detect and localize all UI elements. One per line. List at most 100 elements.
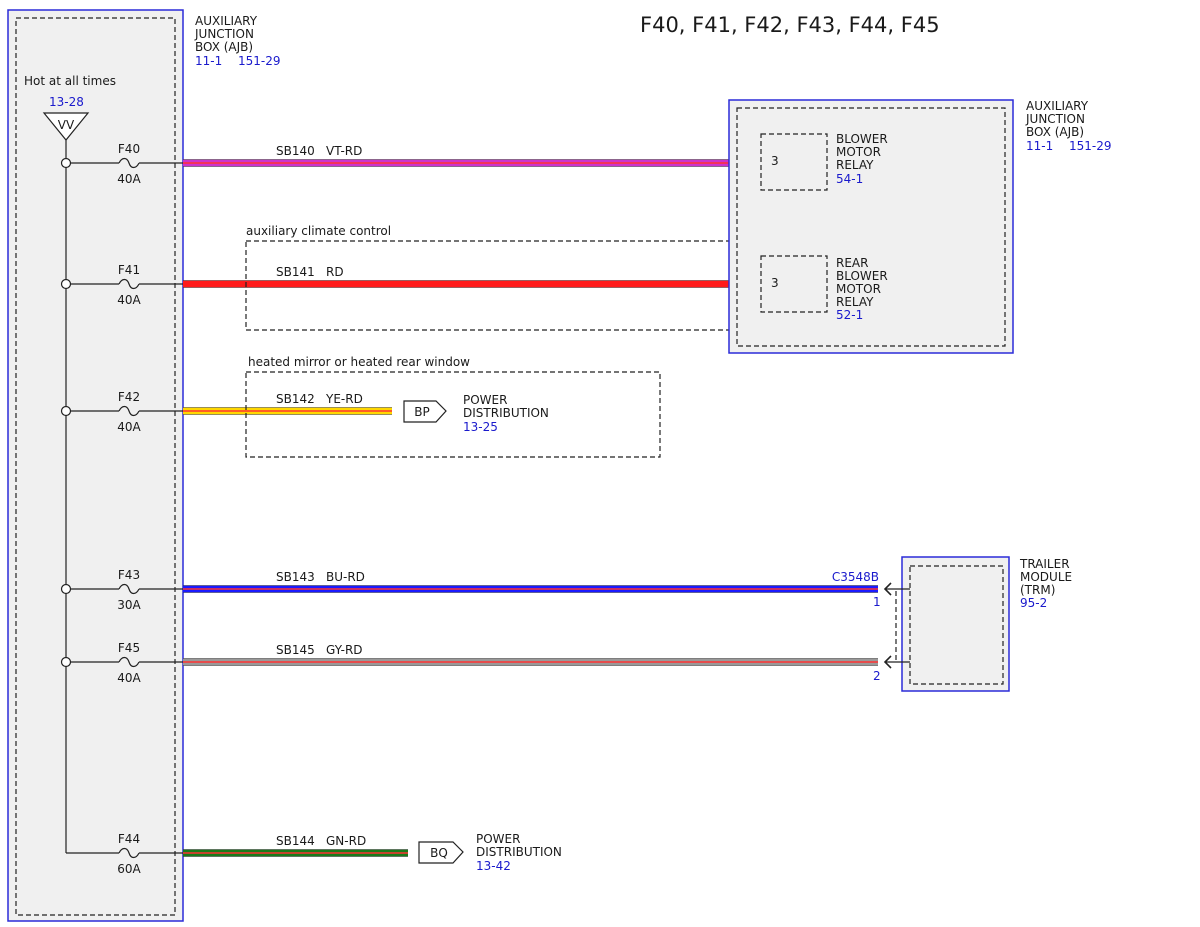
wire-color-code: GN-RD: [326, 834, 366, 848]
wire-sb145: SB145 GY-RD: [183, 643, 878, 666]
power-source-symbol: VV: [58, 118, 75, 132]
wire-sb143: SB143 BU-RD: [183, 570, 878, 593]
trm-pin-1: 1: [873, 595, 881, 609]
bp-name-line2: DISTRIBUTION: [463, 406, 549, 420]
aux-climate-group-label: auxiliary climate control: [246, 224, 391, 238]
trm-connector-label: C3548B: [832, 570, 879, 584]
fuse-rating: 40A: [117, 420, 141, 434]
trailer-module-inner-outline: [909, 565, 1004, 685]
splice-node: [60, 405, 72, 417]
wire-color-code: YE-RD: [325, 392, 363, 406]
trm-pin2-connector-icon: [883, 655, 892, 669]
left-ajb-box: [7, 9, 184, 922]
left-ajb-name-line2: JUNCTION: [194, 27, 254, 41]
splice-node: [60, 278, 72, 290]
fuse-id: F41: [118, 263, 140, 277]
rear-blower-relay-pin: 3: [771, 276, 779, 290]
bp-tag: BP: [414, 405, 429, 419]
wire-circuit: SB142: [276, 392, 315, 406]
trm-ref[interactable]: 95-2: [1020, 596, 1047, 610]
right-ajb-ref-2[interactable]: 151-29: [1069, 139, 1112, 153]
fuse-symbol-icon: [118, 278, 140, 290]
fuse-rating: 30A: [117, 598, 141, 612]
bp-name-line1: POWER: [463, 393, 507, 407]
heated-group-outline: [245, 371, 661, 458]
wire-color-code: BU-RD: [326, 570, 365, 584]
bq-connector-tag: [418, 841, 464, 864]
fuse-symbol-icon: [118, 157, 140, 169]
bq-name-line1: POWER: [476, 832, 520, 846]
wire-circuit: SB143: [276, 570, 315, 584]
splice-node: [60, 157, 72, 169]
fuse-id: F45: [118, 641, 140, 655]
bp-connector-tag: [403, 400, 447, 423]
wire-sb142: SB142 YE-RD: [183, 392, 392, 415]
fuse-symbol-icon: [118, 405, 140, 417]
trm-name-line2: MODULE: [1020, 570, 1072, 584]
blower-relay-pin: 3: [771, 154, 779, 168]
diagram-title: F40, F41, F42, F43, F44, F45: [640, 13, 940, 37]
bq-tag: BQ: [430, 846, 448, 860]
heated-group-label: heated mirror or heated rear window: [248, 355, 470, 369]
fuse-rating: 40A: [117, 671, 141, 685]
wire-sb144: SB144 GN-RD: [183, 834, 408, 857]
left-ajb-name-line3: BOX (AJB): [195, 40, 253, 54]
trm-name-line3: (TRM): [1020, 583, 1055, 597]
rear-blower-relay-name-line1: REAR: [836, 256, 868, 270]
hot-ref[interactable]: 13-28: [49, 95, 84, 109]
fuse-rating: 40A: [117, 172, 141, 186]
right-ajb-ref-1[interactable]: 11-1: [1026, 139, 1053, 153]
hot-at-all-times-label: Hot at all times: [24, 74, 116, 88]
wire-color-code: RD: [326, 265, 344, 279]
right-ajb-inner-outline: [736, 107, 1006, 347]
splice-node: [60, 656, 72, 668]
right-ajb-name-line1: AUXILIARY: [1026, 99, 1089, 113]
wire-circuit: SB140: [276, 144, 315, 158]
right-ajb-name-line3: BOX (AJB): [1026, 125, 1084, 139]
wire-circuit: SB141: [276, 265, 315, 279]
wire-sb140: SB140 VT-RD: [183, 144, 770, 167]
blower-relay-name-line1: BLOWER: [836, 132, 888, 146]
left-ajb-name-line1: AUXILIARY: [195, 14, 258, 28]
bp-ref[interactable]: 13-25: [463, 420, 498, 434]
fuse-id: F42: [118, 390, 140, 404]
rear-blower-relay-name-line3: MOTOR: [836, 282, 881, 296]
trm-name-line1: TRAILER: [1019, 557, 1070, 571]
wire-sb141: SB141 RD: [183, 265, 770, 288]
wire-circuit: SB145: [276, 643, 315, 657]
left-ajb-ref-1[interactable]: 11-1: [195, 54, 222, 68]
power-source-triangle-icon: [42, 112, 90, 141]
trm-pin1-connector-icon: [883, 582, 892, 596]
blower-relay-ref[interactable]: 54-1: [836, 172, 863, 186]
fuse-row-f45: F45 40A: [60, 641, 183, 685]
fuse-symbol-icon: [118, 583, 140, 595]
fuse-rating: 60A: [117, 862, 141, 876]
fuse-row-f40: F40 40A: [60, 142, 183, 186]
blower-relay-name-line3: RELAY: [836, 158, 874, 172]
wire-color-code: VT-RD: [326, 144, 362, 158]
right-ajb-box: [728, 99, 1014, 354]
right-ajb-name-line2: JUNCTION: [1025, 112, 1085, 126]
left-ajb-ref-2[interactable]: 151-29: [238, 54, 281, 68]
rear-blower-relay-name-line4: RELAY: [836, 295, 874, 309]
bq-ref[interactable]: 13-42: [476, 859, 511, 873]
wire-circuit: SB144: [276, 834, 315, 848]
rear-blower-motor-relay-box: [760, 255, 828, 313]
blower-relay-name-line2: MOTOR: [836, 145, 881, 159]
fuse-symbol-icon: [118, 847, 140, 859]
fuse-symbol-icon: [118, 656, 140, 668]
fuse-rating: 40A: [117, 293, 141, 307]
rear-blower-relay-ref[interactable]: 52-1: [836, 308, 863, 322]
fuse-row-f43: F43 30A: [60, 568, 183, 612]
wire-color-code: GY-RD: [326, 643, 363, 657]
blower-motor-relay-box: [760, 133, 828, 191]
rear-blower-relay-name-line2: BLOWER: [836, 269, 888, 283]
bq-name-line2: DISTRIBUTION: [476, 845, 562, 859]
fuse-id: F40: [118, 142, 140, 156]
fuse-row-f42: F42 40A: [60, 390, 183, 434]
fuse-id: F43: [118, 568, 140, 582]
